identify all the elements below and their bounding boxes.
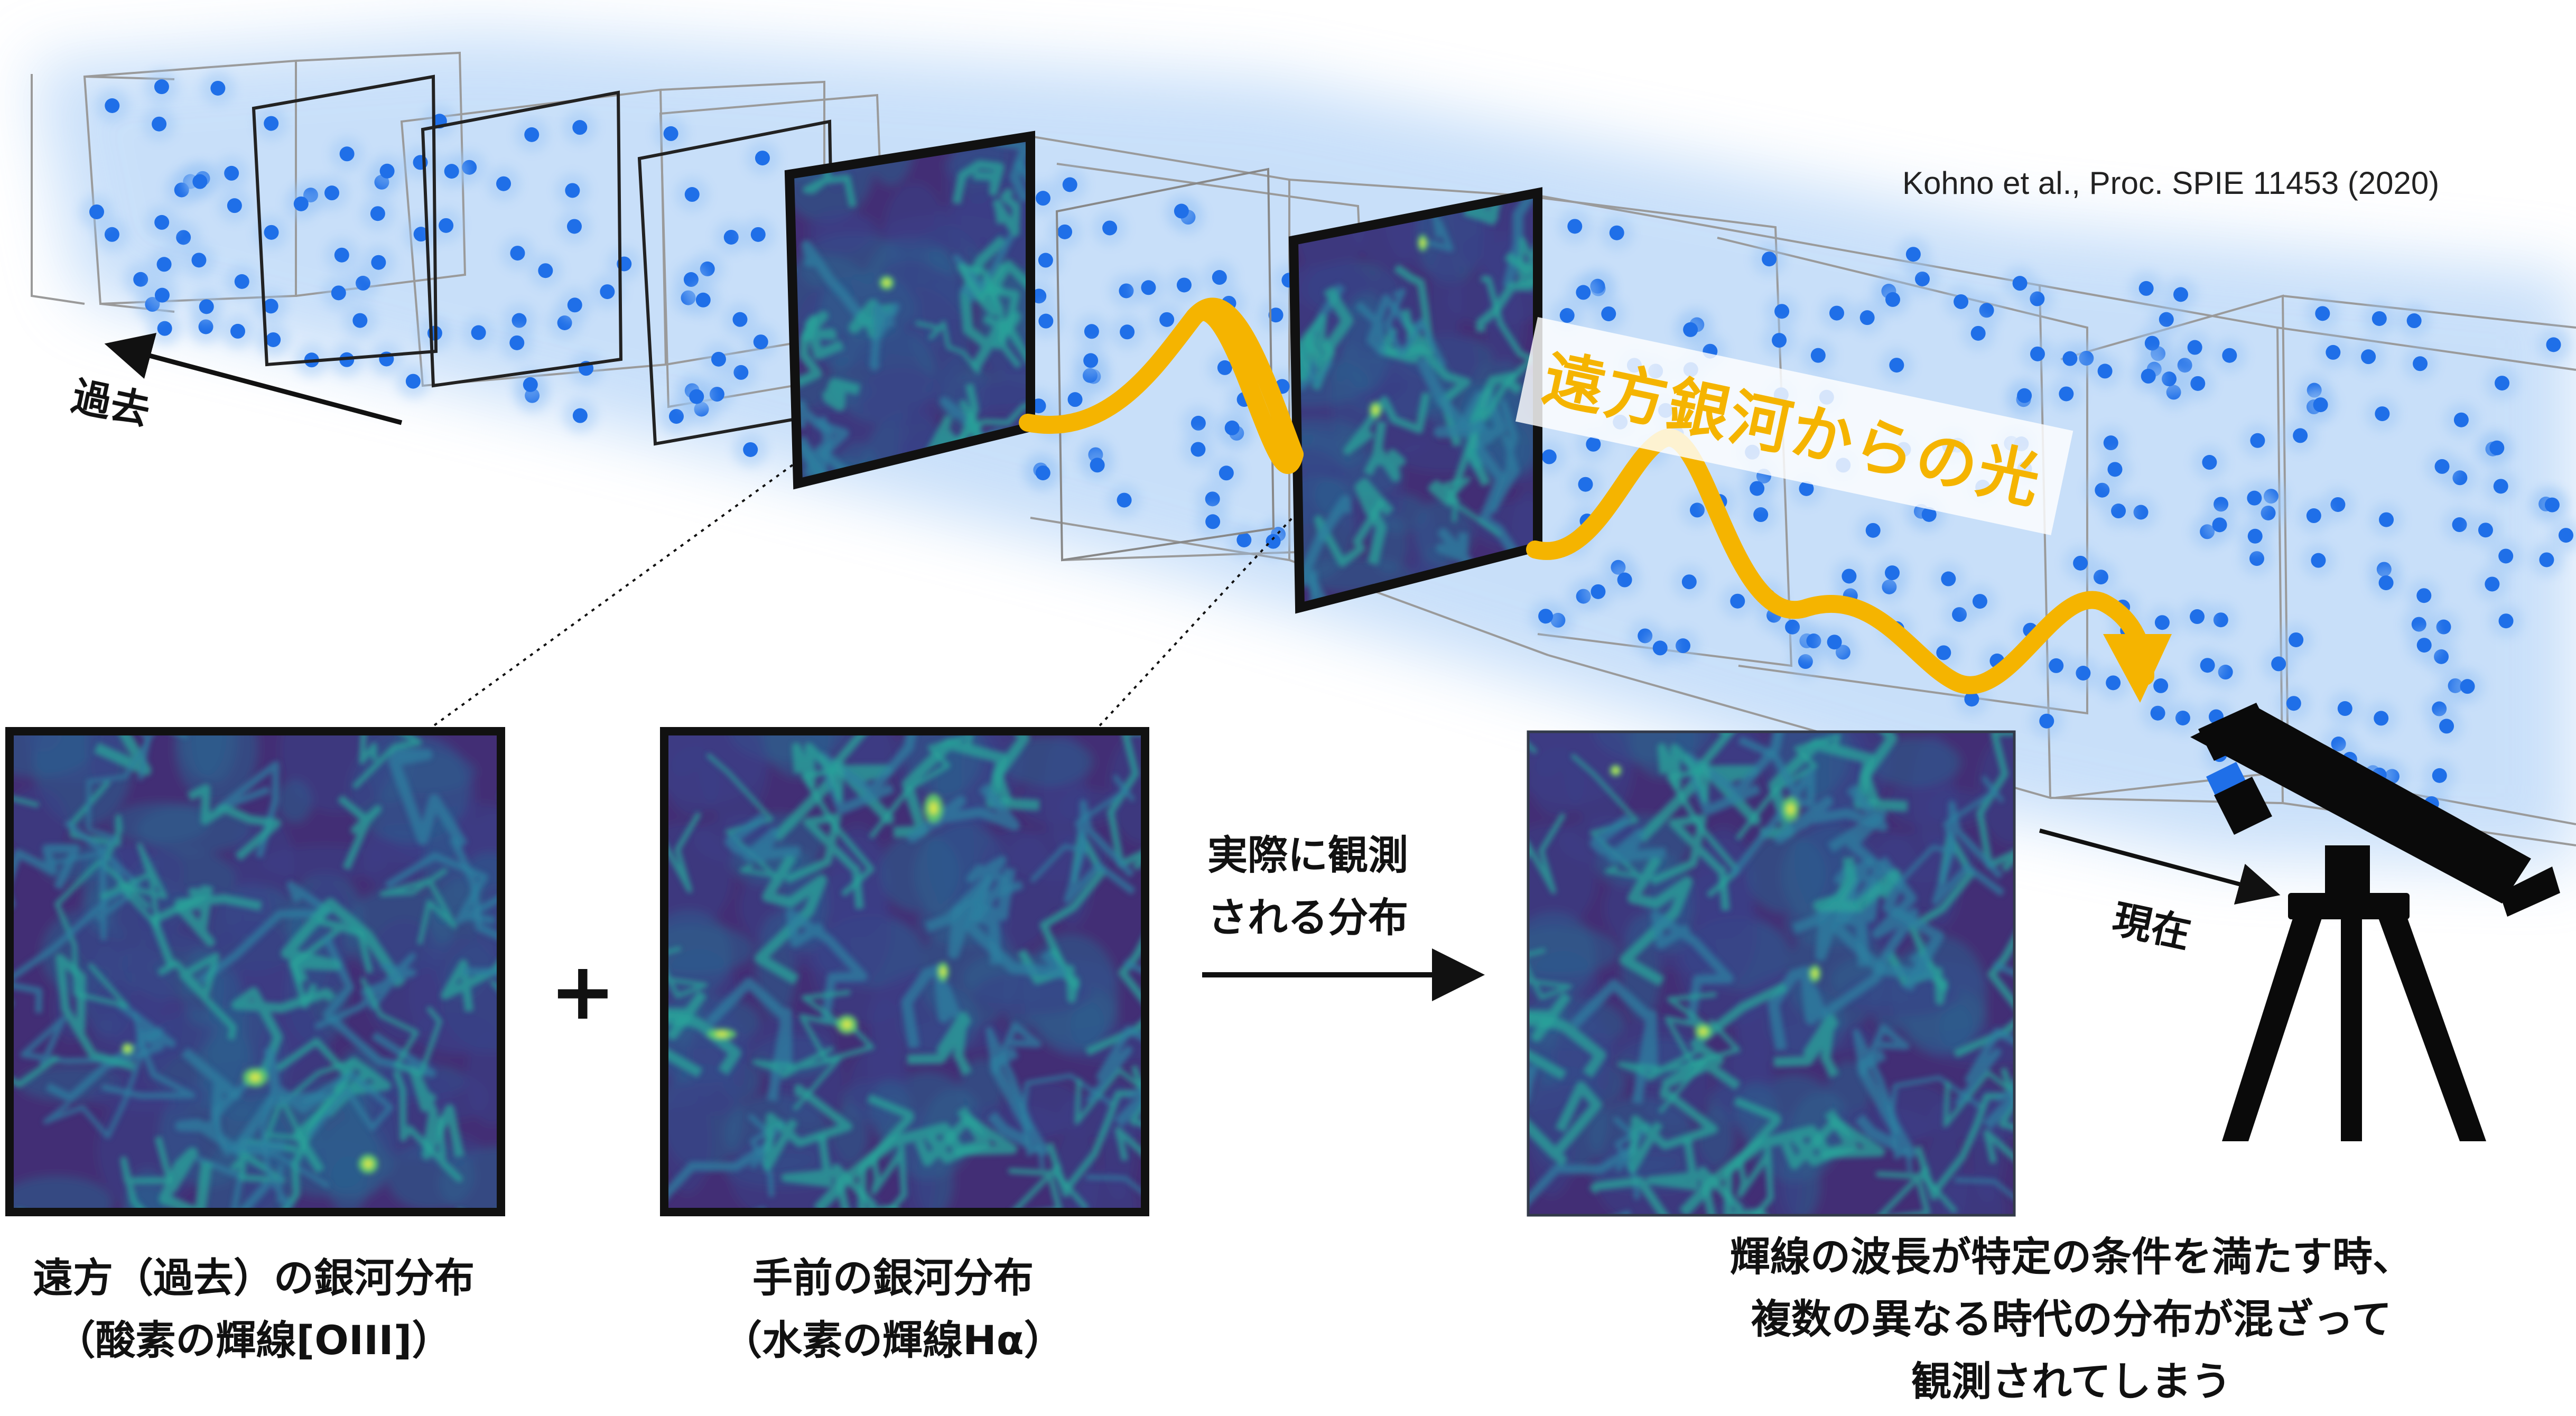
far-caption-line1: 遠方（過去）の銀河分布 (33, 1254, 475, 1301)
near-caption-line1: 手前の銀河分布 (752, 1254, 1034, 1301)
observed-label: 実際に観測 される分布 (1184, 824, 1432, 949)
observed-caption-line1: 輝線の波長が特定の条件を満たす時、 (1730, 1233, 2413, 1280)
observed-caption-line3: 観測されてしまう (1911, 1358, 2231, 1405)
arrow-left-icon (104, 333, 403, 425)
observed-label-line2: される分布 (1207, 894, 1408, 941)
observed-caption-line2: 複数の異なる時代の分布が混ざって (1751, 1296, 2392, 1343)
leader-line-near (1061, 511, 1298, 767)
observed-caption: 輝線の波長が特定の条件を満たす時、 複数の異なる時代の分布が混ざって 観測されて… (1691, 1226, 2452, 1413)
far-distribution-map (5, 727, 505, 1216)
observed-label-line1: 実際に観測 (1207, 832, 1408, 879)
near-caption-line2: （水素の輝線Hα） (722, 1317, 1064, 1364)
light-wave-connector (1185, 297, 1304, 463)
far-caption: 遠方（過去）の銀河分布 （酸素の輝線[OIII]） (11, 1247, 497, 1372)
observed-distribution-map (1527, 730, 2016, 1217)
arrow-right-icon (2039, 828, 2281, 905)
light-wave-arrowhead (2103, 634, 2172, 703)
near-caption: 手前の銀河分布 （水素の輝線Hα） (661, 1247, 1126, 1372)
plus-sign: + (550, 946, 616, 1038)
near-distribution-map (660, 727, 1149, 1216)
citation-text: Kohno et al., Proc. SPIE 11453 (2020) (1902, 165, 2440, 201)
telescope-icon (2190, 703, 2560, 1141)
leader-line-far (424, 464, 794, 733)
far-caption-line2: （酸素の輝線[OIII]） (55, 1317, 452, 1364)
